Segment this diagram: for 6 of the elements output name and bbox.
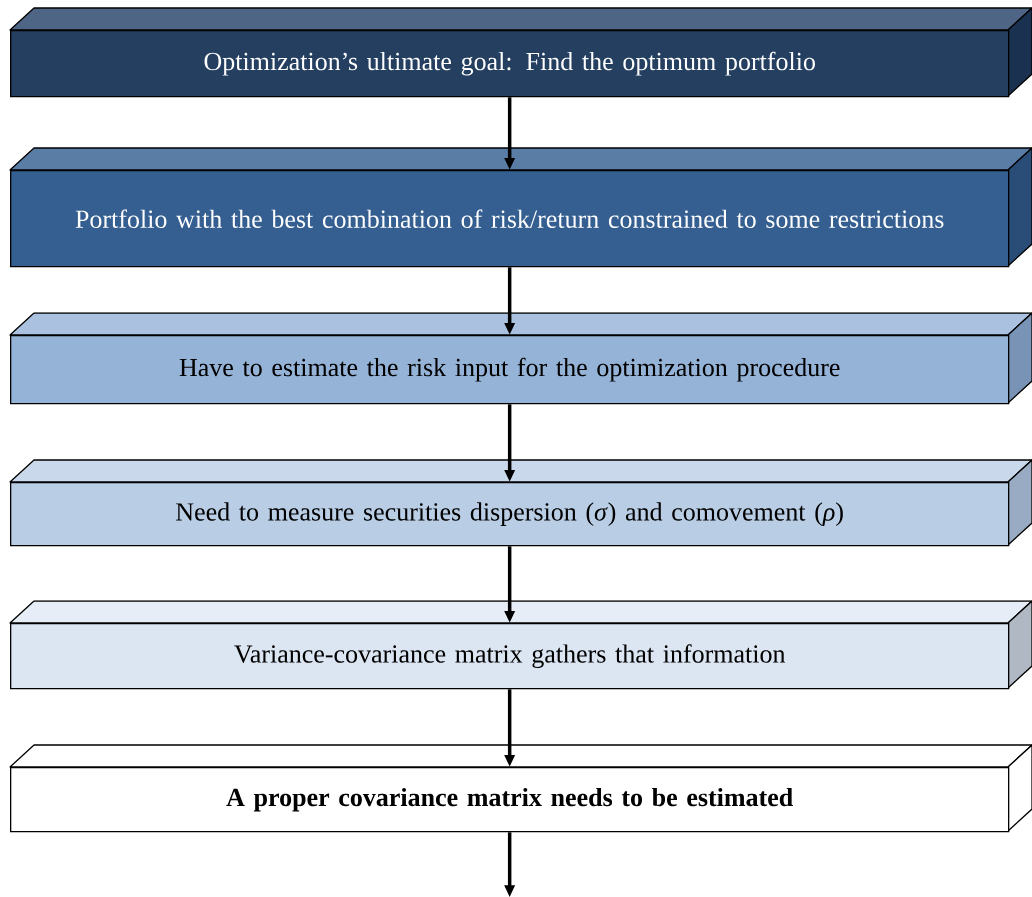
process-box: A proper covariance matrix needs to be estimated bbox=[9, 744, 1032, 833]
process-box: Have to estimate the risk input for the optimization procedure bbox=[9, 312, 1032, 405]
process-box: Need to measure securities dispersion (σ) and comovement (ρ) bbox=[9, 459, 1032, 547]
process-box: Variance-covariance matrix gathers that information bbox=[9, 600, 1032, 690]
process-box: Portfolio with the best combination of risk/return constrained to some restrictions bbox=[9, 147, 1032, 268]
process-box: Optimization’s ultimate goal: Find the optimum portfolio bbox=[9, 7, 1032, 98]
